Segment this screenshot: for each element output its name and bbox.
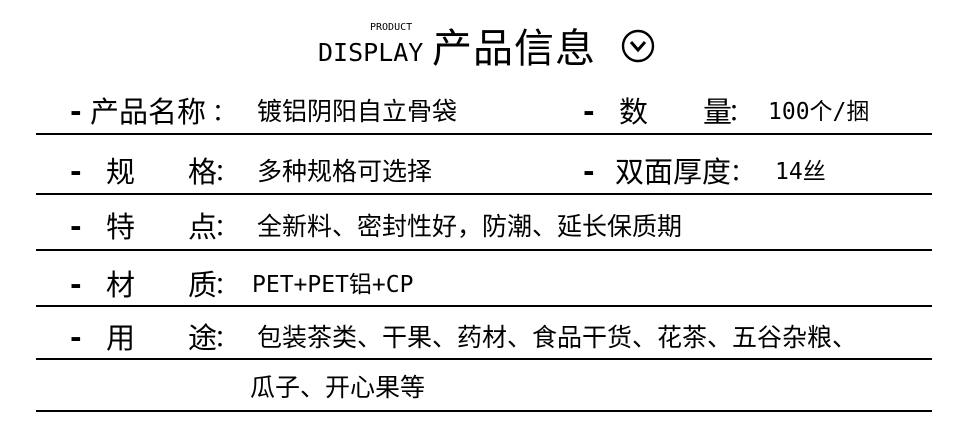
divider bbox=[36, 133, 932, 135]
value-feature: 全新料、密封性好，防潮、延长保质期 bbox=[257, 212, 683, 241]
bullet-dash: - bbox=[70, 155, 82, 188]
label-feature-a: 特 bbox=[106, 210, 136, 244]
info-row-feature: - 特 点 ： 全新料、密封性好，防潮、延长保质期 bbox=[0, 206, 980, 248]
info-row-spec: - 规 格 ： 多种规格可选择 - 双面厚度 ： 14丝 bbox=[0, 151, 980, 193]
bullet-dash: - bbox=[70, 268, 82, 301]
label-material-a: 材 bbox=[106, 268, 136, 302]
label-colon: ： bbox=[214, 158, 238, 186]
label-thickness: 双面厚度 bbox=[615, 155, 732, 189]
divider bbox=[36, 193, 932, 195]
value-material: PET+PET铝+CP bbox=[252, 272, 414, 298]
label-usage-b: 途 bbox=[188, 321, 218, 355]
label-spec-b: 格 bbox=[188, 155, 218, 189]
product-small-label: PRODUCT bbox=[370, 22, 413, 33]
bullet-dash: - bbox=[583, 95, 595, 128]
divider bbox=[36, 305, 932, 307]
label-product-name: 产品名称 bbox=[90, 95, 207, 129]
bullet-dash: - bbox=[70, 321, 82, 354]
info-row-usage: - 用 途 ： 包装茶类、干果、药材、食品干货、花茶、五谷杂粮、 bbox=[0, 317, 980, 359]
label-spec-a: 规 bbox=[106, 155, 136, 189]
value-product-name: 镀铝阴阳自立骨袋 bbox=[257, 97, 458, 126]
label-colon: ： bbox=[214, 324, 238, 352]
divider bbox=[36, 410, 932, 412]
label-quantity-b: 量 bbox=[703, 95, 733, 129]
bullet-dash: - bbox=[70, 210, 82, 243]
label-quantity-a: 数 bbox=[619, 95, 649, 129]
value-usage-line2: 瓜子、开心果等 bbox=[250, 373, 426, 402]
label-colon: ： bbox=[730, 158, 754, 186]
label-colon: ： bbox=[214, 213, 238, 241]
label-usage-a: 用 bbox=[106, 321, 136, 355]
bullet-dash: - bbox=[70, 95, 82, 128]
label-colon: ： bbox=[728, 98, 752, 126]
divider bbox=[36, 249, 932, 251]
display-label: DISPLAY bbox=[318, 38, 424, 67]
page-title: 产品信息 bbox=[432, 26, 596, 72]
value-thickness: 14丝 bbox=[775, 159, 826, 185]
page-header: PRODUCT DISPLAY 产品信息 bbox=[0, 14, 980, 76]
label-colon: ： bbox=[214, 271, 238, 299]
label-material-b: 质 bbox=[188, 268, 218, 302]
chevron-down-circle-icon bbox=[620, 28, 656, 64]
info-row-usage-continued: 瓜子、开心果等 bbox=[0, 367, 980, 409]
info-row-name: - 产品名称 ： 镀铝阴阳自立骨袋 - 数 量 ： 100个/捆 bbox=[0, 91, 980, 133]
bullet-dash: - bbox=[583, 155, 595, 188]
label-colon: ： bbox=[212, 98, 236, 126]
divider bbox=[36, 358, 932, 360]
value-quantity: 100个/捆 bbox=[768, 99, 870, 125]
info-row-material: - 材 质 ： PET+PET铝+CP bbox=[0, 264, 980, 306]
value-usage-line1: 包装茶类、干果、药材、食品干货、花茶、五谷杂粮、 bbox=[257, 323, 858, 352]
value-spec: 多种规格可选择 bbox=[257, 157, 433, 186]
label-feature-b: 点 bbox=[188, 210, 218, 244]
